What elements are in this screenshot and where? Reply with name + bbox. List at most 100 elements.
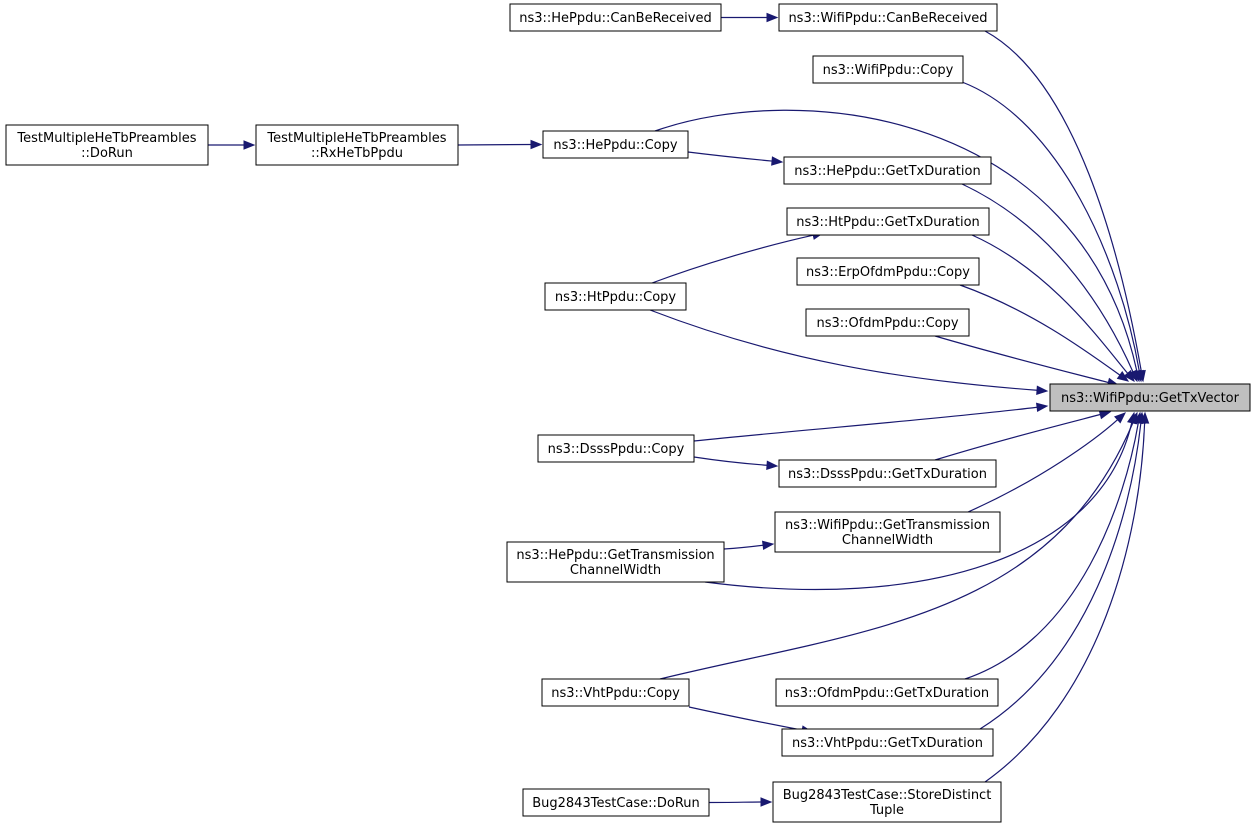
node-label: Tuple bbox=[869, 803, 904, 818]
edge-vht-copy-to-target-line bbox=[659, 421, 1134, 680]
node-he-copy[interactable]: ns3::HePpdu::Copy bbox=[542, 130, 689, 159]
edge-he-copy-to-target-line bbox=[654, 109, 1138, 372]
node-label: Bug2843TestCase::DoRun bbox=[532, 796, 700, 811]
edge-dsss-copy-to-target-arrowhead bbox=[1035, 402, 1049, 412]
node-box bbox=[522, 788, 710, 817]
node-erp-copy[interactable]: ns3::ErpOfdmPpdu::Copy bbox=[796, 257, 980, 286]
node-dsss-gettxduration[interactable]: ns3::DsssPpdu::GetTxDuration bbox=[778, 459, 997, 488]
node-ht-gettxduration[interactable]: ns3::HtPpdu::GetTxDuration bbox=[786, 207, 990, 236]
node-wifi-canbereceived[interactable]: ns3::WifiPpdu::CanBeReceived bbox=[778, 3, 998, 32]
edge-erp-copy-to-target bbox=[959, 284, 1130, 382]
edge-ht-gettxduration-to-target-arrowhead bbox=[1123, 369, 1135, 383]
node-box bbox=[812, 55, 964, 84]
node-label: ns3::OfdmPpdu::GetTxDuration bbox=[785, 686, 989, 701]
edge-vht-copy-to-vht-gettxduration-line bbox=[688, 706, 803, 731]
node-box bbox=[541, 678, 690, 707]
node-ht-copy[interactable]: ns3::HtPpdu::Copy bbox=[544, 282, 687, 311]
edge-dsss-copy-to-target-line bbox=[693, 406, 1038, 442]
edge-bug-storedistinct-to-target bbox=[984, 411, 1150, 783]
node-label: ns3::VhtPpdu::Copy bbox=[551, 686, 680, 701]
edge-ht-copy-to-ht-gettxduration-line bbox=[651, 234, 814, 284]
node-dsss-copy[interactable]: ns3::DsssPpdu::Copy bbox=[537, 434, 695, 463]
node-label: ns3::DsssPpdu::Copy bbox=[548, 442, 685, 457]
node-box bbox=[506, 541, 725, 583]
node-box bbox=[786, 207, 990, 236]
edge-he-copy-to-he-gettxduration-line bbox=[687, 151, 773, 162]
edge-he-gettxchw-to-target bbox=[704, 411, 1137, 591]
node-he-canbereceived[interactable]: ns3::HePpdu::CanBeReceived bbox=[509, 3, 722, 32]
node-label: ::RxHeTbPpdu bbox=[311, 146, 403, 161]
node-box bbox=[778, 459, 997, 488]
node-bug-dorun[interactable]: Bug2843TestCase::DoRun bbox=[522, 788, 710, 817]
edge-he-gettxchw-to-wifi-gettxchw-arrowhead bbox=[761, 540, 775, 551]
edge-wifi-gettxchw-to-target bbox=[967, 412, 1127, 513]
edge-rx-hetb-to-he-copy-arrowhead bbox=[530, 139, 543, 150]
edge-ht-copy-to-target bbox=[649, 309, 1049, 395]
edge-dorun-hetb-to-rx-hetb bbox=[208, 140, 256, 150]
node-target[interactable]: ns3::WifiPpdu::GetTxVector bbox=[1049, 383, 1251, 412]
node-he-gettxduration[interactable]: ns3::HePpdu::GetTxDuration bbox=[783, 156, 992, 185]
edge-he-copy-to-target bbox=[654, 109, 1142, 383]
edge-bug-storedistinct-to-target-arrowhead bbox=[1139, 411, 1150, 424]
node-vht-gettxduration[interactable]: ns3::VhtPpdu::GetTxDuration bbox=[781, 728, 994, 757]
node-label: ns3::VhtPpdu::GetTxDuration bbox=[792, 736, 983, 751]
edge-he-gettxduration-to-target-line bbox=[961, 183, 1134, 373]
node-ofdm-gettxduration[interactable]: ns3::OfdmPpdu::GetTxDuration bbox=[775, 678, 999, 707]
node-box bbox=[542, 130, 689, 159]
edge-wifi-canbereceived-to-target-line bbox=[984, 30, 1142, 372]
node-label: ChannelWidth bbox=[570, 563, 661, 578]
edge-ofdm-gettxduration-to-target-line bbox=[964, 422, 1139, 680]
node-box bbox=[772, 781, 1002, 823]
edge-wifi-gettxchw-to-target-arrowhead bbox=[1114, 412, 1127, 424]
edge-dsss-gettxduration-to-target-line bbox=[934, 413, 1101, 461]
edge-bug-storedistinct-to-target-line bbox=[984, 422, 1146, 783]
node-box bbox=[5, 124, 209, 166]
edge-ofdm-copy-to-target bbox=[934, 335, 1120, 387]
edge-dsss-copy-to-dsss-gettxduration bbox=[693, 456, 779, 470]
node-wifi-gettxchw[interactable]: ns3::WifiPpdu::GetTransmissionChannelWid… bbox=[774, 511, 1001, 553]
edge-rx-hetb-to-he-copy bbox=[457, 139, 543, 150]
edge-wifi-gettxchw-to-target-line bbox=[967, 419, 1118, 513]
edge-he-copy-to-he-gettxduration bbox=[687, 151, 784, 166]
node-label: ns3::HtPpdu::Copy bbox=[555, 290, 677, 305]
node-label: ns3::HePpdu::CanBeReceived bbox=[519, 11, 712, 26]
edge-bug-dorun-to-bug-storedistinct bbox=[708, 797, 773, 807]
edge-vht-gettxduration-to-target-line bbox=[979, 422, 1142, 730]
node-box bbox=[255, 124, 459, 166]
edge-ofdm-copy-to-target-line bbox=[934, 335, 1109, 384]
edge-wifi-copy-to-target-line bbox=[961, 81, 1140, 372]
edge-bug-dorun-to-bug-storedistinct-line bbox=[708, 801, 762, 804]
node-vht-copy[interactable]: ns3::VhtPpdu::Copy bbox=[541, 678, 690, 707]
edge-dorun-hetb-to-rx-hetb-arrowhead bbox=[243, 140, 256, 150]
node-label: ns3::ErpOfdmPpdu::Copy bbox=[806, 265, 970, 280]
node-label: TestMultipleHeTbPreambles bbox=[16, 131, 196, 146]
node-box bbox=[509, 3, 722, 32]
node-label: ns3::HePpdu::Copy bbox=[553, 138, 677, 153]
node-box bbox=[537, 434, 695, 463]
node-rx-hetb[interactable]: TestMultipleHeTbPreambles::RxHeTbPpdu bbox=[255, 124, 459, 166]
node-box bbox=[781, 728, 994, 757]
node-box bbox=[1049, 383, 1251, 412]
node-wifi-copy[interactable]: ns3::WifiPpdu::Copy bbox=[812, 55, 964, 84]
edge-ht-copy-to-target-line bbox=[649, 309, 1038, 391]
node-box bbox=[783, 156, 992, 185]
node-ofdm-copy[interactable]: ns3::OfdmPpdu::Copy bbox=[805, 308, 970, 337]
node-label: ns3::WifiPpdu::CanBeReceived bbox=[788, 11, 987, 26]
node-label: ns3::WifiPpdu::Copy bbox=[823, 63, 954, 78]
edges-layer bbox=[208, 12, 1150, 807]
edge-dsss-gettxduration-to-target-arrowhead bbox=[1098, 410, 1112, 420]
node-box bbox=[805, 308, 970, 337]
node-label: TestMultipleHeTbPreambles bbox=[266, 131, 446, 146]
edge-ht-gettxduration-to-target bbox=[971, 234, 1135, 383]
node-label: ns3::OfdmPpdu::Copy bbox=[816, 316, 958, 331]
edge-erp-copy-to-target-arrowhead bbox=[1116, 371, 1130, 382]
edge-he-gettxchw-to-wifi-gettxchw bbox=[723, 540, 775, 551]
edge-ht-gettxduration-to-target-line bbox=[971, 234, 1129, 374]
edge-bug-dorun-to-bug-storedistinct-arrowhead bbox=[760, 797, 773, 807]
node-label: ns3::DsssPpdu::GetTxDuration bbox=[788, 467, 987, 482]
node-box bbox=[775, 678, 999, 707]
node-label: ns3::HePpdu::GetTxDuration bbox=[794, 164, 980, 179]
node-dorun-hetb[interactable]: TestMultipleHeTbPreambles::DoRun bbox=[5, 124, 209, 166]
